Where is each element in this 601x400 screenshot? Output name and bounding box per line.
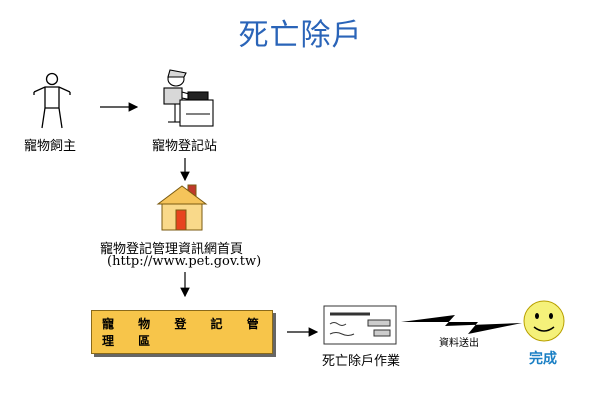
lightning-icon: [401, 315, 522, 334]
management-area-box: 寵 物 登 記 管 理 區: [91, 310, 273, 354]
website-name-label: 寵物登記管理資訊網首頁: [100, 242, 244, 257]
person-icon: [33, 72, 71, 129]
document-icon: [323, 305, 397, 345]
smiley-icon: [523, 300, 565, 342]
owner-label: 寵物飼主: [24, 139, 77, 154]
page-title: 死亡除戶: [238, 18, 363, 53]
house-icon: [156, 184, 208, 231]
computer-operator-icon: [163, 69, 214, 127]
website-url-label: (http://www.pet.gov.tw): [107, 254, 262, 269]
data-sent-label: 資料送出: [439, 338, 479, 349]
death-removal-label: 死亡除戶作業: [322, 354, 401, 369]
complete-label: 完成: [529, 351, 557, 367]
station-label: 寵物登記站: [152, 139, 218, 154]
